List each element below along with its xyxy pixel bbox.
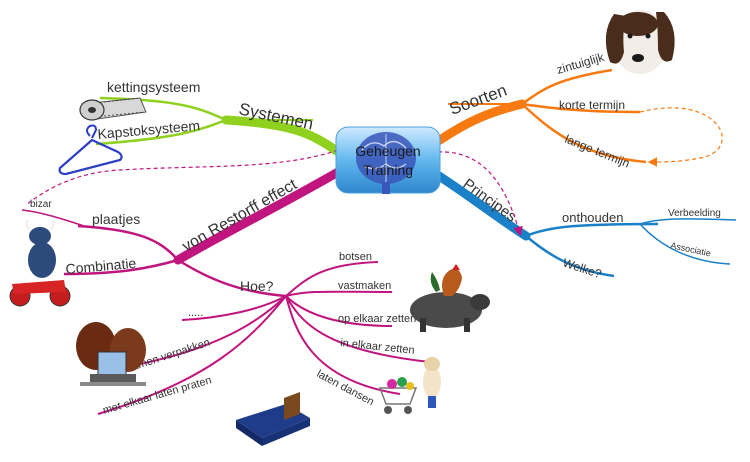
node-label-combinatie: Combinatie bbox=[65, 255, 137, 277]
film-reel-clipart bbox=[79, 97, 147, 121]
cow-cart-clipart bbox=[378, 357, 441, 414]
node-kettingsysteem[interactable]: kettingsysteem bbox=[99, 79, 227, 122]
node-label-verbeelding: Verbeelding bbox=[668, 208, 721, 219]
node-label-associatie: Associatie bbox=[670, 240, 712, 258]
node-combinatie[interactable]: Combinatie bbox=[63, 255, 179, 277]
branch-label-restorff: von Restorff effect bbox=[180, 176, 301, 256]
central-topic[interactable]: Geheugen Training bbox=[335, 126, 441, 194]
node-botsen[interactable]: botsen bbox=[285, 251, 379, 297]
node-associatie[interactable]: Associatie bbox=[639, 223, 731, 265]
node-vastmaken[interactable]: vastmaken bbox=[285, 280, 393, 297]
animals-computer-clipart bbox=[76, 322, 146, 386]
branch-systemen[interactable]: Systemen bbox=[221, 99, 343, 157]
bull-scooter-clipart bbox=[9, 219, 71, 307]
node-label-vastmaken: vastmaken bbox=[338, 280, 391, 292]
node-label-dots: ..... bbox=[188, 307, 203, 319]
node-op-elkaar-zetten[interactable]: op elkaar zetten bbox=[285, 295, 416, 327]
central-topic-line2: Training bbox=[363, 162, 413, 178]
node-label-botsen: botsen bbox=[339, 251, 372, 263]
node-in-elkaar-zetten[interactable]: in elkaar zetten bbox=[285, 295, 431, 363]
node-label-lange-termijn: lange termijn bbox=[563, 132, 632, 171]
brain-clipart bbox=[356, 132, 416, 194]
node-kapstoksysteem[interactable]: Kapstoksysteem bbox=[95, 117, 227, 146]
branch-restorff[interactable]: von Restorff effect bbox=[173, 167, 343, 265]
node-dots[interactable]: ..... bbox=[181, 295, 287, 321]
node-label-welke: Welke? bbox=[561, 256, 603, 282]
node-label-kettingsysteem: kettingsysteem bbox=[107, 79, 200, 95]
dog-clipart bbox=[605, 10, 675, 74]
branch-soorten[interactable]: Soorten bbox=[435, 81, 527, 145]
relation-arrow-orange bbox=[639, 107, 723, 167]
coat-hanger-clipart bbox=[58, 124, 123, 176]
node-bizar[interactable]: bizar bbox=[21, 199, 85, 227]
node-verbeelding[interactable]: Verbeelding bbox=[639, 208, 737, 225]
node-zintuiglijk[interactable]: zintuiglijk bbox=[521, 50, 613, 106]
bed-clipart bbox=[236, 392, 310, 446]
central-topic-line1: Geheugen bbox=[355, 143, 420, 159]
node-label-bizar: bizar bbox=[30, 199, 52, 210]
node-label-op-elkaar-zetten: op elkaar zetten bbox=[338, 313, 416, 325]
node-korte-termijn[interactable]: korte termijn bbox=[521, 98, 641, 114]
node-lange-termijn[interactable]: lange termijn bbox=[521, 103, 647, 171]
node-welke[interactable]: Welke? bbox=[525, 235, 615, 282]
node-label-laten-dansen: laten dansen bbox=[315, 368, 376, 408]
node-label-onthouden: onthouden bbox=[562, 210, 623, 225]
relation-arrow-pink-right bbox=[437, 151, 523, 237]
rooster-bull-clipart bbox=[410, 264, 490, 332]
branch-label-hoe: Hoe? bbox=[240, 278, 274, 294]
node-label-plaatjes: plaatjes bbox=[92, 211, 140, 227]
branch-hoe[interactable]: Hoe? bbox=[177, 258, 287, 298]
node-plaatjes[interactable]: plaatjes bbox=[77, 211, 179, 261]
node-onthouden[interactable]: onthouden bbox=[525, 210, 659, 238]
node-label-korte-termijn: korte termijn bbox=[559, 98, 625, 112]
branch-principes[interactable]: Principes bbox=[431, 169, 531, 241]
relation-arrow-pink-left bbox=[25, 149, 339, 206]
